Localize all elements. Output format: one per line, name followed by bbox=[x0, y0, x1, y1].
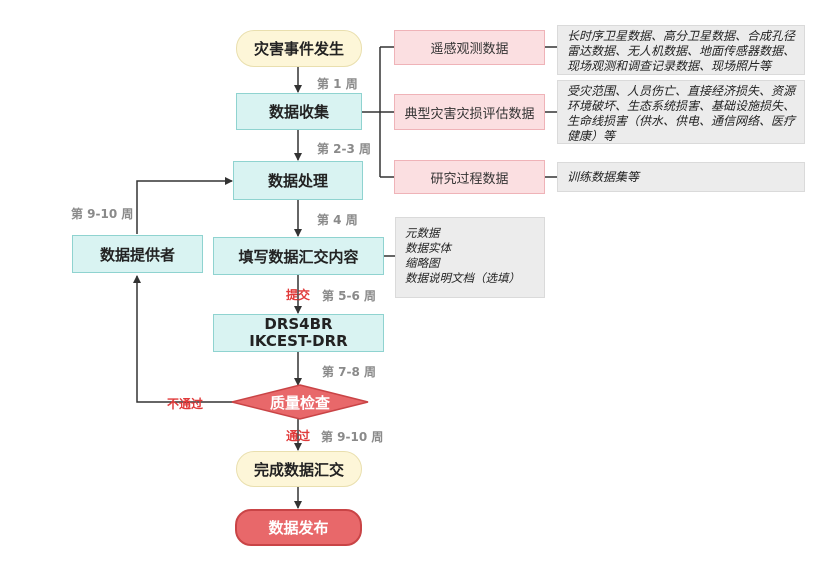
repository-line-2: IKCEST-DRR bbox=[249, 332, 348, 350]
arrow-provider-process bbox=[136, 177, 233, 234]
edge-label-submit: 提交 bbox=[286, 288, 311, 302]
node-data-provider: 数据提供者 bbox=[72, 235, 203, 273]
fill-note-item: 数据实体 bbox=[405, 241, 451, 255]
category-research-process-label: 研究过程数据 bbox=[430, 171, 509, 187]
node-data-publish-label: 数据发布 bbox=[268, 519, 329, 537]
node-data-collection: 数据收集 bbox=[236, 93, 362, 130]
repository-line-1: DRS4BR bbox=[264, 315, 333, 333]
node-data-publish: 数据发布 bbox=[235, 509, 362, 546]
node-fill-content-label: 填写数据汇交内容 bbox=[238, 247, 359, 266]
node-quality-check-label: 质量检查 bbox=[269, 393, 330, 412]
edge-label-fail: 不通过 bbox=[167, 397, 204, 411]
week-label-1: 第 1 周 bbox=[317, 77, 358, 91]
node-disaster-event-label: 灾害事件发生 bbox=[253, 40, 344, 58]
note-research-process: 训练数据集等 bbox=[557, 162, 805, 192]
quality-diamond bbox=[231, 384, 369, 420]
category-remote-sensing: 遥感观测数据 bbox=[394, 30, 545, 65]
note-remote-sensing: 长时序卫星数据、高分卫星数据、合成孔径雷达数据、无人机数据、地面传感器数据、现场… bbox=[557, 25, 805, 75]
node-repository: DRS4BR IKCEST-DRR bbox=[213, 314, 384, 352]
category-remote-sensing-label: 遥感观测数据 bbox=[430, 42, 509, 57]
node-data-processing: 数据处理 bbox=[233, 161, 363, 200]
week-label-5-6: 第 5-6 周 bbox=[322, 289, 377, 303]
node-submission-complete: 完成数据汇交 bbox=[236, 451, 362, 487]
category-damage-assessment: 典型灾害灾损评估数据 bbox=[394, 94, 545, 130]
node-fill-content: 填写数据汇交内容 bbox=[213, 237, 384, 275]
note-fill-content: 元数据 数据实体 缩略图 数据说明文档（选填） bbox=[395, 217, 545, 298]
category-damage-assessment-label: 典型灾害灾损评估数据 bbox=[404, 106, 535, 122]
fill-note-item: 数据说明文档（选填） bbox=[405, 271, 520, 285]
node-data-provider-label: 数据提供者 bbox=[99, 245, 175, 264]
category-research-process: 研究过程数据 bbox=[394, 160, 545, 194]
node-submission-complete-label: 完成数据汇交 bbox=[253, 460, 344, 479]
week-label-2-3: 第 2-3 周 bbox=[317, 142, 372, 156]
fill-note-item: 缩略图 bbox=[405, 256, 440, 270]
edge-label-pass: 通过 bbox=[286, 429, 311, 443]
week-label-4: 第 4 周 bbox=[317, 213, 358, 227]
note-damage-assessment: 受灾范围、人员伤亡、直接经济损失、资源环境破坏、生态系统损害、基础设施损失、生命… bbox=[557, 80, 805, 144]
fill-note-item: 元数据 bbox=[405, 226, 440, 240]
week-label-9-10-bottom: 第 9-10 周 bbox=[321, 430, 384, 444]
week-label-9-10-left: 第 9-10 周 bbox=[71, 207, 134, 221]
node-data-processing-label: 数据处理 bbox=[267, 172, 328, 190]
week-label-7-8: 第 7-8 周 bbox=[322, 365, 377, 379]
arrow-quality-provider bbox=[133, 275, 236, 403]
node-data-collection-label: 数据收集 bbox=[268, 103, 329, 121]
node-disaster-event: 灾害事件发生 bbox=[236, 30, 362, 67]
